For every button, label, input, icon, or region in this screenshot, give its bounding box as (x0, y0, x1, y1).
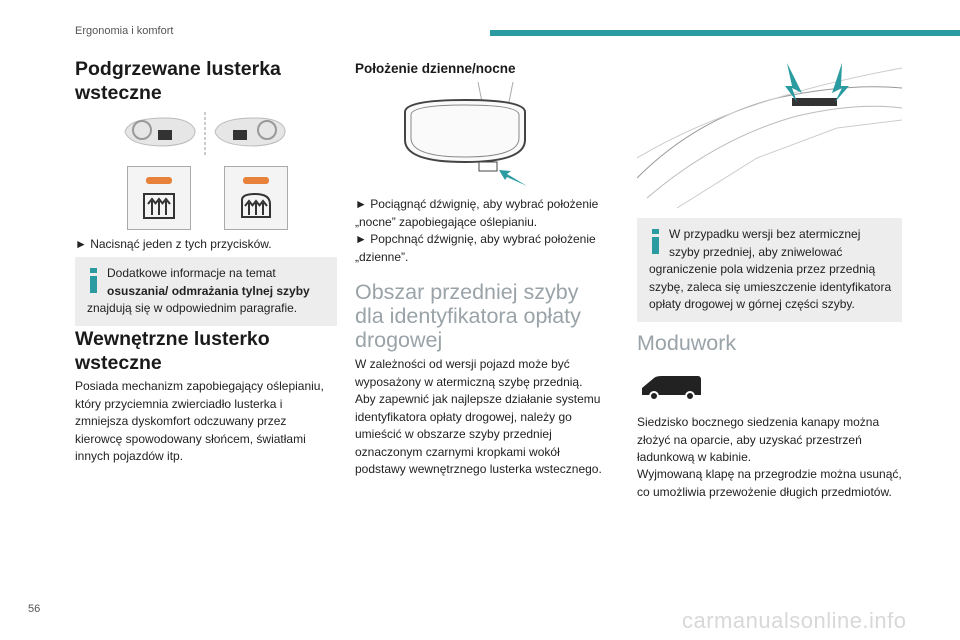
subheading-day-night: Położenie dzienne/nocne (355, 61, 516, 76)
mirror-controls-illustration (124, 112, 286, 156)
mirror-defrost-icon (241, 192, 271, 218)
info-icon (90, 268, 97, 293)
info-box-defrost: Dodatkowe informacje na temat osuszania/… (75, 257, 337, 326)
steering-wheel-right-icon (257, 120, 277, 140)
windshield-illustration (637, 63, 902, 208)
step-night-position: ► Pociągnąć dźwignię, aby wybrać położen… (355, 197, 599, 229)
van-icon (642, 376, 701, 401)
heading-heated-mirrors: Podgrzewane lusterka wsteczne (75, 58, 281, 104)
indicator-led (146, 177, 172, 184)
indicator-led (243, 177, 269, 184)
page-number: 56 (28, 603, 41, 615)
paragraph-toll-placement: Aby zapewnić jak najlepsze działanie sys… (355, 392, 602, 476)
heading-moduwork: Moduwork (637, 331, 737, 355)
steering-wheel-left-icon (132, 120, 152, 140)
watermark: carmanualsonline.info (682, 608, 907, 633)
instruction-press-button: ► Nacisnąć jeden z tych przycisków. (75, 237, 272, 251)
arrow-left-icon (785, 63, 802, 102)
paragraph-interior-mirror: Posiada mechanizm zapobiegający oślepian… (75, 379, 324, 463)
step-day-position: ► Popchnąć dźwignię, aby wybrać położeni… (355, 232, 596, 264)
section-header: Ergonomia i komfort (75, 25, 174, 37)
mirror-base-zone (792, 98, 837, 106)
heading-interior-mirror: Wewnętrzne lusterko wsteczne (75, 328, 270, 374)
rearview-mirror-illustration (404, 82, 527, 186)
heading-toll-badge-zone: Obszar przedniej szyby dla identyfikator… (355, 280, 581, 352)
info-box-toll: W przypadku wersji bez atermicznej szyby… (637, 218, 902, 322)
day-night-lever (478, 161, 498, 172)
paragraph-athermic: W zależności od wersji pojazd może być w… (355, 357, 583, 389)
lever-arrow (499, 170, 527, 186)
paragraph-moduwork-seat: Siedzisko bocznego siedzenia kanapy możn… (637, 415, 880, 464)
rear-defrost-button[interactable] (127, 166, 191, 230)
rear-defrost-icon (143, 193, 175, 219)
paragraph-moduwork-flap: Wyjmowaną klapę na przegrodzie można usu… (637, 467, 902, 499)
arrow-right-icon (832, 63, 849, 102)
mirror-defrost-button[interactable] (224, 166, 288, 230)
header-accent-bar (490, 30, 960, 36)
info-icon (652, 229, 659, 254)
